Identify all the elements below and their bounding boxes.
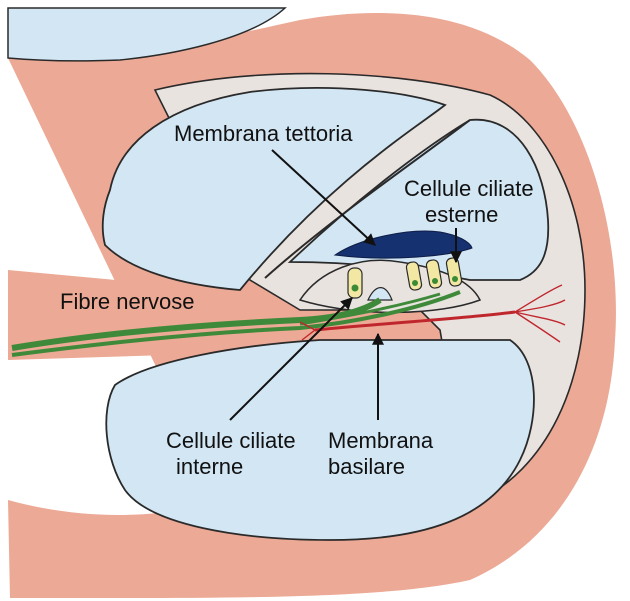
label-cellule-ciliate-interne-line1: Cellule ciliate [166, 428, 296, 454]
label-cellule-ciliate-esterne-line2: esterne [425, 202, 498, 228]
label-cellule-ciliate-interne-line2: interne [176, 454, 243, 480]
label-membrana-basilare-line1: Membrana [328, 428, 433, 454]
label-membrana-tettoria: Membrana tettoria [174, 121, 353, 147]
label-cellule-ciliate-esterne-line1: Cellule ciliate [404, 176, 534, 202]
label-membrana-basilare-line2: basilare [328, 454, 405, 480]
inner-hair-cell [348, 268, 362, 298]
label-fibre-nervose: Fibre nervose [60, 289, 195, 315]
